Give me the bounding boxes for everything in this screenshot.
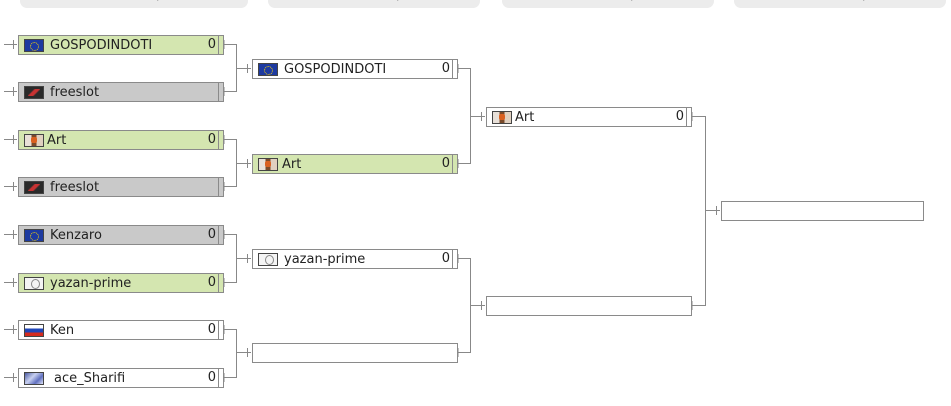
match-slot[interactable]: Art 0: [252, 154, 458, 174]
eu-flag-icon: [24, 39, 44, 52]
player-score: 0: [436, 250, 453, 268]
player-score: 0: [202, 226, 219, 244]
art-avatar-icon: [492, 111, 512, 124]
player-name: freeslot: [50, 180, 100, 195]
player-score: 0: [202, 274, 219, 292]
player-name: Art: [47, 133, 67, 148]
player-name: GOSPODINDOTI: [50, 38, 153, 53]
player-name: Art: [515, 110, 535, 125]
dark-avatar-icon: [24, 86, 44, 99]
match-slot[interactable]: Art 0: [18, 130, 224, 150]
face-avatar-icon: [258, 253, 278, 266]
match-slot[interactable]: freeslot: [18, 82, 224, 102]
player-name: ace_Sharifi: [54, 371, 126, 386]
player-score: 0: [202, 321, 219, 339]
player-name: Art: [282, 157, 302, 172]
russia-flag-icon: [24, 324, 44, 337]
player-score: 0: [202, 369, 219, 387]
player-name: Kenzaro: [50, 228, 102, 243]
empty-match-slot[interactable]: [252, 343, 458, 363]
player-score: 0: [202, 131, 219, 149]
player-score: 0: [670, 108, 687, 126]
match-slot[interactable]: yazan-prime 0: [252, 249, 458, 269]
face-avatar-icon: [24, 277, 44, 290]
round-1-header: Ancientisles, Bo1: [20, 0, 248, 8]
match-slot[interactable]: yazan-prime 0: [18, 273, 224, 293]
match-slot[interactable]: Ken 0: [18, 320, 224, 340]
round-4-header: Ancientisles, Bo1: [734, 0, 946, 8]
match-slot[interactable]: GOSPODINDOTI 0: [18, 35, 224, 55]
art-avatar-icon: [24, 134, 44, 147]
player-name: freeslot: [50, 85, 100, 100]
dark-avatar-icon: [24, 181, 44, 194]
art-avatar-icon: [258, 158, 278, 171]
player-score: [202, 83, 219, 101]
player-score: 0: [202, 36, 219, 54]
empty-match-slot[interactable]: [486, 296, 692, 316]
player-score: 0: [436, 155, 453, 173]
player-score: [202, 178, 219, 196]
player-name: yazan-prime: [284, 252, 366, 267]
eu-flag-icon: [258, 63, 278, 76]
match-slot[interactable]: freeslot: [18, 177, 224, 197]
match-slot[interactable]: GOSPODINDOTI 0: [252, 59, 458, 79]
match-slot[interactable]: Kenzaro 0: [18, 225, 224, 245]
round-3-header: Ancientisles, Bo1: [502, 0, 714, 8]
eu-flag-icon: [24, 229, 44, 242]
anime-avatar-icon: [24, 372, 44, 385]
player-name: GOSPODINDOTI: [284, 62, 387, 77]
player-score: 0: [436, 60, 453, 78]
player-name: yazan-prime: [50, 276, 132, 291]
match-slot[interactable]: Art 0: [486, 107, 692, 127]
final-match-slot[interactable]: [721, 201, 924, 221]
player-name: Ken: [50, 323, 75, 338]
match-slot[interactable]: ace_Sharifi 0: [18, 368, 224, 388]
round-2-header: Ancientisles, Bo1: [268, 0, 480, 8]
